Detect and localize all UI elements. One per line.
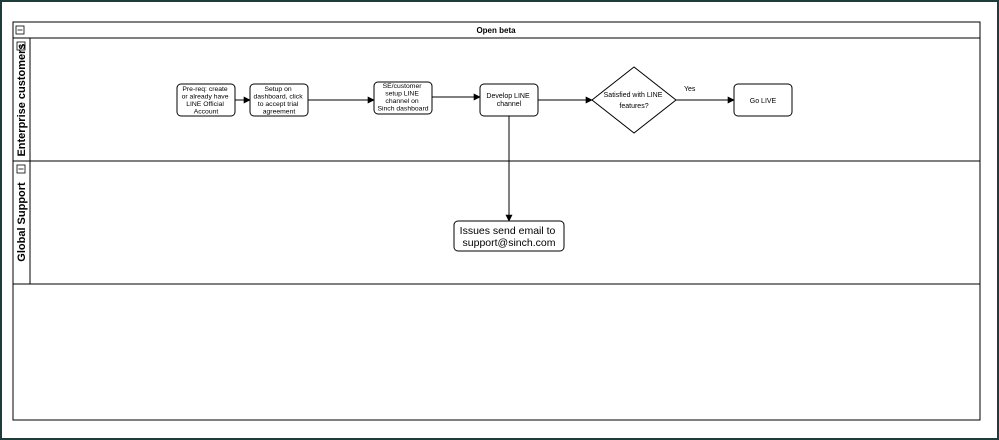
- node-setup[interactable]: Setup on dashboard, click to accept tria…: [249, 83, 309, 117]
- node-decision-line-1: Satisfied with LINE: [604, 92, 663, 99]
- node-se-line-3: channel on: [385, 98, 418, 105]
- node-golive[interactable]: Go LIVE: [733, 83, 793, 117]
- node-setup-line-4: agreement: [263, 109, 296, 116]
- node-setup-line-2: dashboard, click: [253, 94, 303, 101]
- node-develop[interactable]: Develop LINE channel: [479, 83, 539, 117]
- svg-text:Issues send email to sup: Issues send email to support@sinch.com: [460, 225, 559, 249]
- node-issues[interactable]: Issues send email to support@sinch.com: [453, 220, 565, 252]
- lane-label-enterprise: Enterprise customers: [16, 43, 28, 156]
- node-se-line-2: setup LINE: [385, 91, 419, 98]
- node-develop-line-2: channel: [497, 101, 522, 108]
- node-golive-label: Go LIVE: [750, 98, 777, 105]
- node-prereq-line-1: Pre-req: create: [182, 86, 228, 93]
- node-prereq-line-2: or already have: [182, 94, 229, 101]
- node-issues-line-2: support@sinch.com: [463, 237, 556, 249]
- lane-global-support: [12, 160, 981, 285]
- pool-collapse-icon[interactable]: [15, 25, 25, 35]
- node-develop-line-1: Develop LINE: [486, 93, 530, 100]
- svg-text:Setup on dashboard, clic: Setup on dashboard, click to accept tria…: [253, 86, 304, 116]
- lane-label-global-support: Global Support: [16, 182, 28, 262]
- node-prereq[interactable]: Pre-req: create or already have LINE Off…: [176, 83, 236, 117]
- svg-text:Develop LINE channel: Develop LINE channel: [486, 93, 531, 108]
- lane-enterprise-collapse-icon[interactable]: [16, 41, 26, 51]
- node-prereq-line-3: LINE Official: [186, 101, 224, 108]
- node-setup-line-3: to accept trial: [258, 101, 299, 108]
- svg-text:Pre-req: create or alrea: Pre-req: create or already have LINE Off…: [182, 86, 231, 116]
- edge-label-yes: Yes: [684, 86, 696, 93]
- pool-title: Open beta: [476, 26, 516, 35]
- node-issues-line-1: Issues send email to: [460, 225, 556, 237]
- node-setup-line-1: Setup on: [264, 86, 291, 93]
- node-se-customer[interactable]: SE/customer setup LINE channel on Sinch …: [373, 81, 433, 115]
- node-decision[interactable]: Satisfied with LINE features?: [591, 66, 677, 134]
- node-decision-line-2: features?: [619, 103, 648, 110]
- node-se-line-1: SE/customer: [383, 83, 423, 90]
- lane-support-collapse-icon[interactable]: [16, 164, 26, 174]
- node-prereq-line-4: Account: [194, 109, 219, 116]
- svg-text:Satisfied with LINE fea: Satisfied with LINE features?: [604, 92, 665, 110]
- svg-text:SE/customer setup LINE: SE/customer setup LINE channel on Sinch …: [377, 83, 428, 113]
- node-se-line-4: Sinch dashboard: [377, 106, 428, 113]
